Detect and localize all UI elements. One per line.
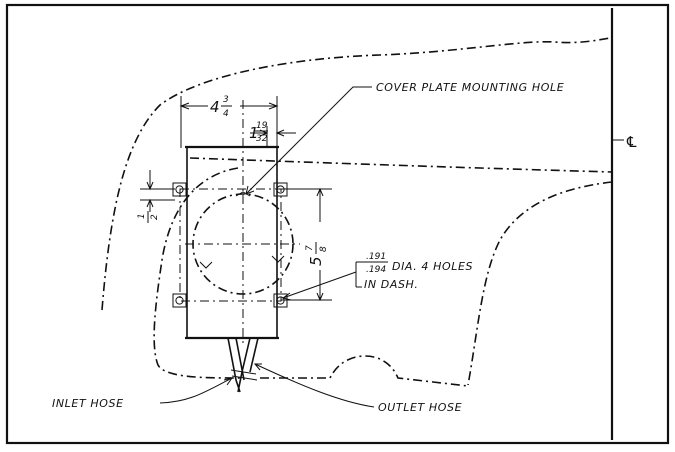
width-arrow-right: [268, 102, 279, 110]
holes-arrow: [281, 292, 292, 301]
circle-mark-left: [199, 261, 213, 269]
cover-plate-label: COVER PLATE MOUNTING HOLE: [376, 81, 564, 94]
height-whole: 5: [307, 256, 325, 266]
outlet-hose-leader: [254, 363, 375, 408]
offset-whole: 1: [249, 124, 259, 142]
centerline-symbol: ℄: [625, 133, 638, 151]
inlet-hose-leader: [159, 377, 233, 404]
width-denominator: 4: [223, 109, 229, 119]
width-arrow-left: [179, 102, 190, 110]
offset-denominator: 32: [256, 134, 268, 144]
inlet-hose-arrow: [223, 377, 234, 386]
half-numerator: 1: [137, 213, 147, 219]
hood-line: [189, 157, 613, 173]
cover-plate-leader: [245, 86, 372, 195]
height-arrow-bottom: [316, 292, 324, 302]
offset-arrow-right: [275, 129, 285, 137]
heater-body: [186, 146, 278, 339]
half-dimension-label: 1 2: [137, 211, 160, 223]
mounting-hole-bottom-left: [172, 293, 187, 308]
height-dimension-label: 5 7 8: [305, 242, 329, 266]
height-arrow-top: [316, 187, 324, 197]
outlet-hose-arrow: [253, 363, 262, 371]
holes-label-line1: DIA. 4 HOLES: [392, 260, 473, 273]
hole-dia-min: .194: [366, 265, 386, 275]
drawing-frame: [5, 3, 670, 445]
inlet-hose-label: INLET HOSE: [52, 397, 124, 410]
outlet-hose-label: OUTLET HOSE: [378, 401, 462, 414]
inlet-hose-pipe: [227, 337, 245, 393]
hole-dia-max: .191: [366, 252, 386, 262]
bottom-contour: [260, 355, 469, 387]
dash-inner-contour: [467, 181, 613, 386]
height-denominator: 8: [319, 246, 329, 252]
holes-leader: [282, 271, 357, 299]
fender-outline: [101, 37, 611, 311]
hose-clamp: [230, 369, 258, 381]
circle-mark-right: [271, 255, 285, 263]
hole-pattern-outline: [179, 188, 282, 302]
half-arrow-bottom: [146, 198, 154, 208]
half-arrow-top: [146, 181, 154, 191]
width-numerator: 3: [223, 95, 229, 105]
offset-numerator: 19: [256, 121, 268, 131]
lower-left-contour: [153, 167, 241, 379]
cover-plate-arrow: [245, 185, 255, 195]
height-numerator: 7: [305, 245, 315, 251]
circle-mark-top: [235, 191, 251, 197]
width-whole: 4: [210, 98, 220, 116]
holes-label-line2: IN DASH.: [364, 278, 419, 291]
half-denominator: 2: [150, 214, 160, 220]
